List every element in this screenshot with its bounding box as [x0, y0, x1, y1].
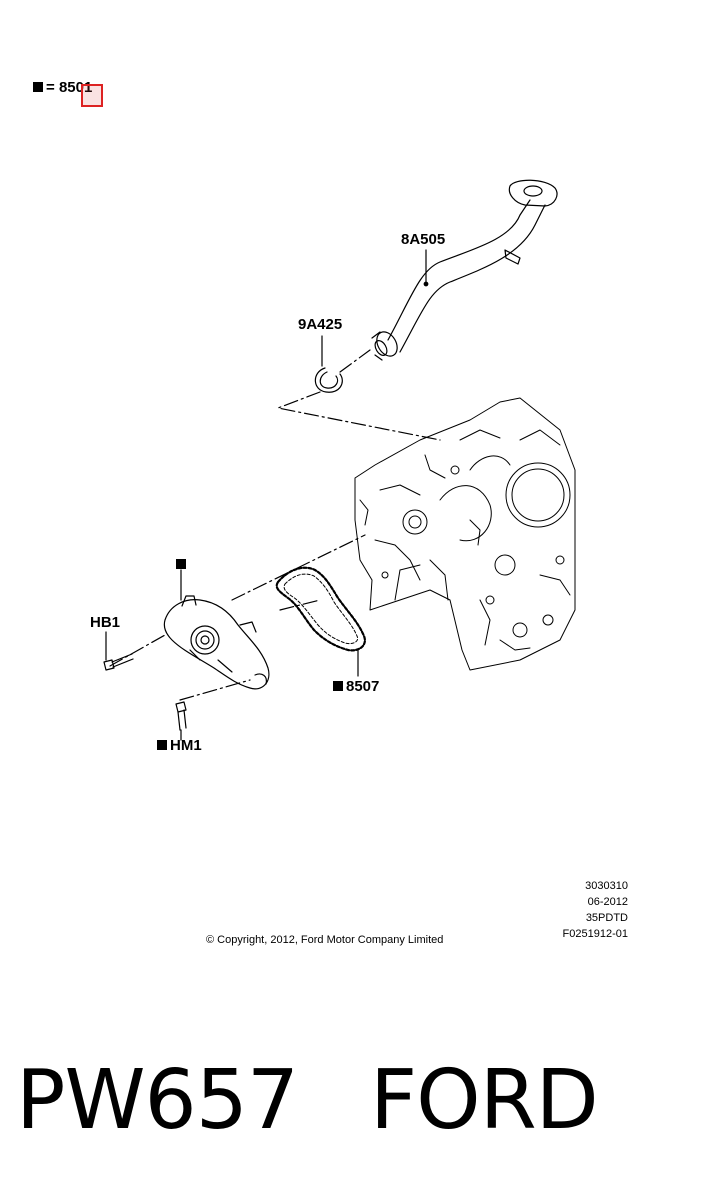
- info-line-2: 06-2012: [587, 896, 628, 908]
- copyright-notice: © Copyright, 2012, Ford Motor Company Li…: [206, 934, 444, 946]
- legend: = 8501: [33, 80, 92, 95]
- callout-hm1[interactable]: HM1: [157, 738, 202, 753]
- tube-8a505[interactable]: [371, 179, 558, 361]
- caption-brand: FORD: [370, 1053, 599, 1148]
- callout-pump-marker: [176, 557, 186, 572]
- info-line-1: 3030310: [585, 880, 628, 892]
- water-pump-diagram: [103, 179, 576, 741]
- legend-square-marker: [33, 82, 43, 92]
- water-pump[interactable]: [163, 595, 270, 690]
- assembly-centerlines: [109, 349, 441, 701]
- bolt-hb1[interactable]: [103, 653, 134, 671]
- callout-hm1-text: HM1: [170, 737, 202, 754]
- leader-dot-8a505: [423, 281, 429, 287]
- legend-part-number: 8501: [58, 79, 93, 96]
- info-line-4: F0251912-01: [562, 928, 628, 940]
- gasket-8507[interactable]: [275, 566, 366, 652]
- callout-8507-text: 8507: [346, 678, 380, 695]
- stud-hm1[interactable]: [175, 701, 187, 731]
- selection-highlight[interactable]: [81, 84, 103, 107]
- hm1-square-marker: [157, 740, 167, 750]
- caption-part-number: PW657: [16, 1053, 299, 1148]
- callout-9a425[interactable]: 9A425: [298, 316, 343, 333]
- callout-8a505[interactable]: 8A505: [401, 231, 446, 248]
- clip-9a425[interactable]: [314, 367, 343, 393]
- info-line-3: 35PDTD: [585, 912, 628, 924]
- legend-equals: =: [46, 79, 55, 96]
- gasket-square-marker: [333, 681, 343, 691]
- pump-square-marker: [176, 559, 186, 569]
- engine-block: [354, 397, 576, 671]
- diagram-info-block: 3030310 06-2012 35PDTD F0251912-01: [563, 878, 628, 942]
- callout-8507[interactable]: 8507: [333, 679, 379, 694]
- callout-hb1[interactable]: HB1: [90, 614, 121, 631]
